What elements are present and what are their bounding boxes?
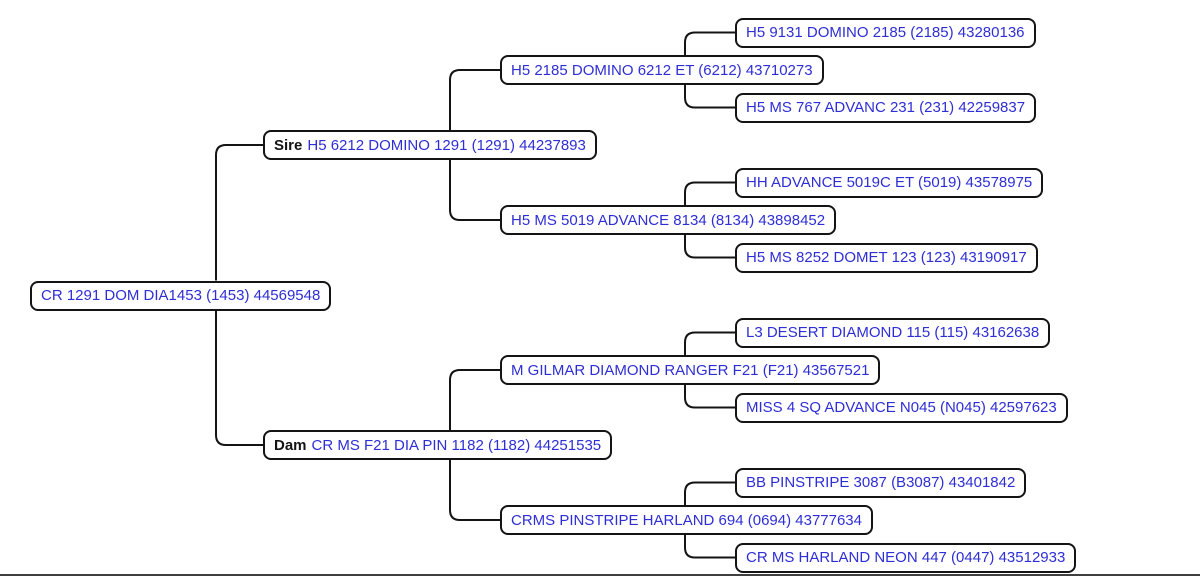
- animal-link[interactable]: HH ADVANCE 5019C ET (5019) 43578975: [746, 174, 1033, 191]
- animal-link[interactable]: CRMS PINSTRIPE HARLAND 694 (0694) 437776…: [511, 511, 862, 529]
- animal-link[interactable]: H5 MS 8252 DOMET 123 (123) 43190917: [746, 249, 1027, 266]
- dam-label: Dam: [274, 436, 307, 454]
- pedigree-node-dam-sire-sire: L3 DESERT DIAMOND 115 (115) 43162638: [735, 317, 1051, 348]
- sire-label: Sire: [274, 136, 303, 154]
- pedigree-node-dam: Dam CR MS F21 DIA PIN 1182 (1182) 442515…: [263, 430, 613, 460]
- pedigree-node-dam-dam-dam: CR MS HARLAND NEON 447 (0447) 43512933: [735, 542, 1077, 573]
- animal-link[interactable]: CR MS F21 DIA PIN 1182 (1182) 44251535: [311, 436, 602, 454]
- pedigree-node-dam-dam-sire: BB PINSTRIPE 3087 (B3087) 43401842: [735, 467, 1027, 498]
- pedigree-node-sire-sire-sire: H5 9131 DOMINO 2185 (2185) 43280136: [735, 17, 1036, 48]
- pedigree-node-sire-dam-dam: H5 MS 8252 DOMET 123 (123) 43190917: [735, 242, 1038, 273]
- pedigree-node-sire-dam: H5 MS 5019 ADVANCE 8134 (8134) 43898452: [500, 205, 837, 235]
- animal-link[interactable]: MISS 4 SQ ADVANCE N045 (N045) 42597623: [746, 399, 1057, 416]
- pedigree-node-sire-dam-sire: HH ADVANCE 5019C ET (5019) 43578975: [735, 167, 1044, 198]
- animal-link[interactable]: CR MS HARLAND NEON 447 (0447) 43512933: [746, 549, 1066, 566]
- animal-link[interactable]: H5 MS 767 ADVANC 231 (231) 42259837: [746, 99, 1026, 116]
- animal-link[interactable]: L3 DESERT DIAMOND 115 (115) 43162638: [746, 324, 1040, 341]
- animal-link[interactable]: H5 9131 DOMINO 2185 (2185) 43280136: [746, 24, 1025, 41]
- bottom-border-rule: [0, 574, 1200, 576]
- animal-link[interactable]: BB PINSTRIPE 3087 (B3087) 43401842: [746, 474, 1016, 491]
- pedigree-node-dam-dam: CRMS PINSTRIPE HARLAND 694 (0694) 437776…: [500, 505, 873, 535]
- pedigree-node-dam-sire-dam: MISS 4 SQ ADVANCE N045 (N045) 42597623: [735, 392, 1068, 423]
- pedigree-node-sire-sire: H5 2185 DOMINO 6212 ET (6212) 43710273: [500, 55, 824, 85]
- animal-link[interactable]: CR 1291 DOM DIA1453 (1453) 44569548: [41, 287, 321, 304]
- pedigree-node-sire-sire-dam: H5 MS 767 ADVANC 231 (231) 42259837: [735, 92, 1037, 123]
- pedigree-node-root: CR 1291 DOM DIA1453 (1453) 44569548: [30, 280, 332, 311]
- animal-link[interactable]: M GILMAR DIAMOND RANGER F21 (F21) 435675…: [511, 361, 870, 379]
- animal-link[interactable]: H5 MS 5019 ADVANCE 8134 (8134) 43898452: [511, 211, 826, 229]
- animal-link[interactable]: H5 6212 DOMINO 1291 (1291) 44237893: [307, 136, 586, 154]
- pedigree-node-sire: Sire H5 6212 DOMINO 1291 (1291) 44237893: [263, 130, 597, 160]
- pedigree-node-dam-sire: M GILMAR DIAMOND RANGER F21 (F21) 435675…: [500, 355, 881, 385]
- animal-link[interactable]: H5 2185 DOMINO 6212 ET (6212) 43710273: [511, 61, 813, 79]
